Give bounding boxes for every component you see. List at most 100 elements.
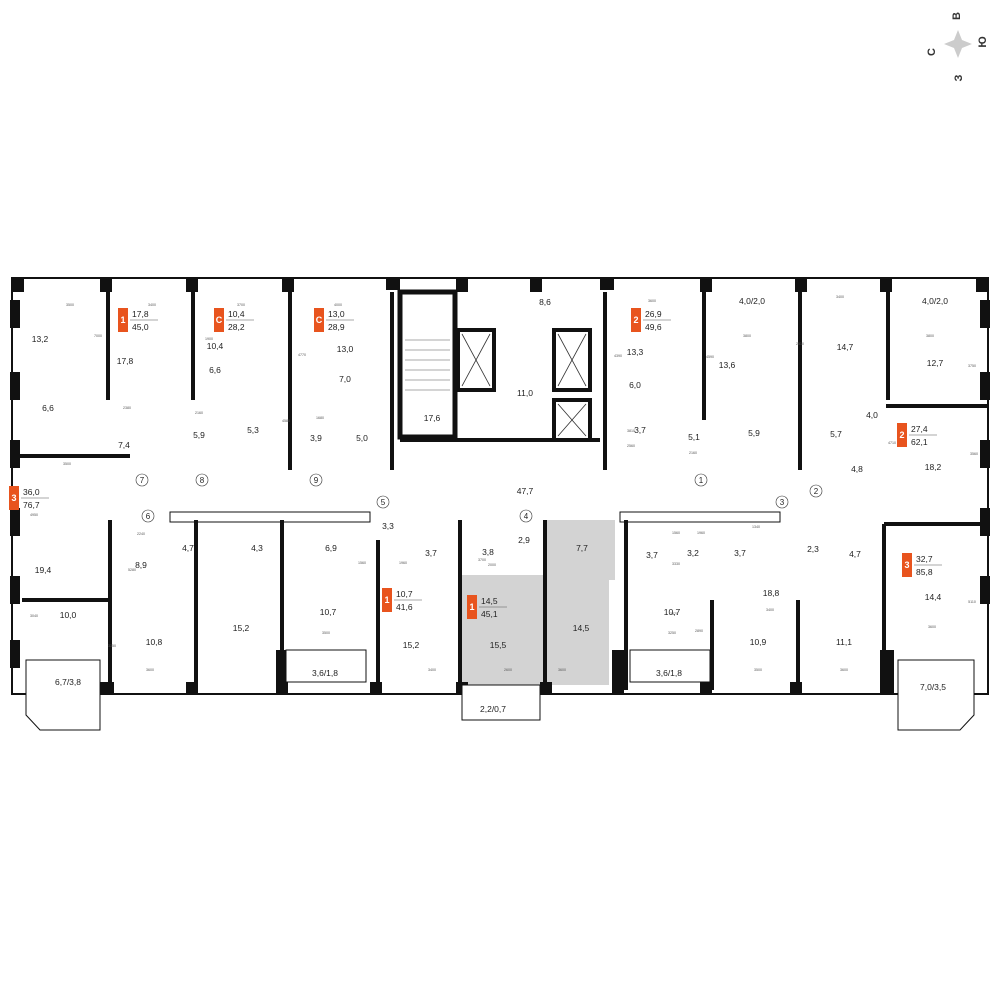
door-marker xyxy=(135,473,149,487)
room-area-label: 3,6/1,8 xyxy=(656,668,682,678)
room-area-label: 18,2 xyxy=(925,462,942,472)
room-area-label: 4,7 xyxy=(849,549,861,559)
room-area-label: 8,6 xyxy=(539,297,551,307)
apartment-type-label: С xyxy=(216,315,223,325)
compass: С В Ю З xyxy=(926,12,989,81)
living-area-label: 10,7 xyxy=(396,589,413,599)
room-area-label: 5,3 xyxy=(247,425,259,435)
dimension-label: 4580 xyxy=(282,419,290,423)
balconies xyxy=(25,649,975,731)
dimension-label: 3600 xyxy=(558,668,566,672)
room-area-label: 15,2 xyxy=(403,640,420,650)
dimension-label: 3600 xyxy=(928,625,936,629)
apartment-type-label: 3 xyxy=(904,560,909,570)
room-area-label: 3,2 xyxy=(687,548,699,558)
dimension-label: 3800 xyxy=(926,334,934,338)
dimension-label: 4390 xyxy=(614,354,622,358)
room-area-label: 4,3 xyxy=(251,543,263,553)
room-area-label: 13,0 xyxy=(337,344,354,354)
compass-north: С xyxy=(926,48,938,56)
apartment-type-badge xyxy=(902,553,912,577)
apartment-type-badge xyxy=(467,595,477,619)
dimension-label: 7000 xyxy=(94,334,102,338)
compass-star-icon xyxy=(944,30,972,58)
stair-core xyxy=(397,289,592,442)
room-area-label: 10,7 xyxy=(664,607,681,617)
apartment-type-label: 1 xyxy=(469,602,474,612)
dimension-label: 4770 xyxy=(298,353,306,357)
room-area-label: 8,9 xyxy=(135,560,147,570)
dimension-label: 3040 xyxy=(30,614,38,618)
room-area-label: 4,8 xyxy=(851,464,863,474)
room-area-label: 5,7 xyxy=(830,429,842,439)
dimension-label: 3500 xyxy=(322,631,330,635)
dimension-label: 3500 xyxy=(66,303,74,307)
room-area-label: 14,4 xyxy=(925,592,942,602)
door-marker xyxy=(309,473,323,487)
apartment-type-label: 3 xyxy=(11,493,16,503)
room-area-label: 11,0 xyxy=(517,388,533,398)
room-area-label: 6,7/3,8 xyxy=(55,677,81,687)
apartment-type-label: С xyxy=(316,315,323,325)
top-walls xyxy=(12,278,988,292)
dimension-label: 3330 xyxy=(672,562,680,566)
dimension-label: 3750 xyxy=(968,364,976,368)
room-area-label: 3,9 xyxy=(310,433,322,443)
door-marker xyxy=(141,509,155,523)
total-area-label: 49,6 xyxy=(645,322,662,332)
room-area-label: 3,8 xyxy=(482,547,494,557)
dimension-label: 3800 xyxy=(743,334,751,338)
room-area-label: 2,3 xyxy=(807,544,819,554)
total-area-label: 45,0 xyxy=(132,322,149,332)
room-area-label: 10,8 xyxy=(146,637,163,647)
dimension-label: 2870 xyxy=(670,612,678,616)
room-area-label: 6,6 xyxy=(209,365,221,375)
room-area-label: 5,9 xyxy=(193,430,205,440)
total-area-label: 85,8 xyxy=(916,567,933,577)
dimension-label: 3400 xyxy=(766,608,774,612)
total-area-label: 28,9 xyxy=(328,322,345,332)
total-area-label: 28,2 xyxy=(228,322,245,332)
room-area-label: 19,4 xyxy=(35,565,52,575)
door-marker-label: 3 xyxy=(780,498,785,507)
room-area-label: 6,6 xyxy=(42,403,54,413)
room-area-label: 3,3 xyxy=(382,521,394,531)
dimension-label: 1960 xyxy=(697,531,705,535)
door-marker-label: 1 xyxy=(699,476,704,485)
dimension-label: 1960 xyxy=(399,561,407,565)
room-area-label: 6,0 xyxy=(629,380,641,390)
room-area-label: 17,8 xyxy=(117,356,134,366)
apartment-type-label: 2 xyxy=(899,430,904,440)
room-area-label: 13,3 xyxy=(627,347,644,357)
living-area-label: 17,8 xyxy=(132,309,149,319)
apartment-type-badge xyxy=(382,588,392,612)
compass-south: Ю xyxy=(977,36,989,47)
room-area-label: 14,7 xyxy=(837,342,854,352)
dimension-label: 3810 xyxy=(627,429,635,433)
room-area-label: 10,4 xyxy=(207,341,224,351)
room-area-label: 12,7 xyxy=(927,358,944,368)
apartment-type-badge xyxy=(314,308,324,332)
living-area-label: 27,4 xyxy=(911,424,928,434)
living-area-label: 26,9 xyxy=(645,309,662,319)
room-area-label: 3,7 xyxy=(634,425,646,435)
room-area-label: 13,2 xyxy=(32,334,49,344)
room-area-label: 4,0/2,0 xyxy=(922,296,948,306)
door-marker xyxy=(195,473,209,487)
dimension-label: 2600 xyxy=(504,668,512,672)
selected-apartment-area xyxy=(459,575,609,685)
door-marker xyxy=(376,495,390,509)
apartment-badges: 117,845,0С10,428,2С13,028,9226,949,6227,… xyxy=(9,308,942,619)
room-area-label: 17,6 xyxy=(424,413,441,423)
selected-apartment-area-2 xyxy=(545,520,615,580)
dimension-label: 3350 xyxy=(108,644,116,648)
room-area-label: 13,6 xyxy=(719,360,736,370)
dimension-label: 1900 xyxy=(205,337,213,341)
door-marker xyxy=(694,473,708,487)
apartment-type-label: 1 xyxy=(120,315,125,325)
room-area-label: 14,5 xyxy=(573,623,590,633)
apartment-type-badge xyxy=(631,308,641,332)
dimension-label: 1560 xyxy=(358,561,366,565)
